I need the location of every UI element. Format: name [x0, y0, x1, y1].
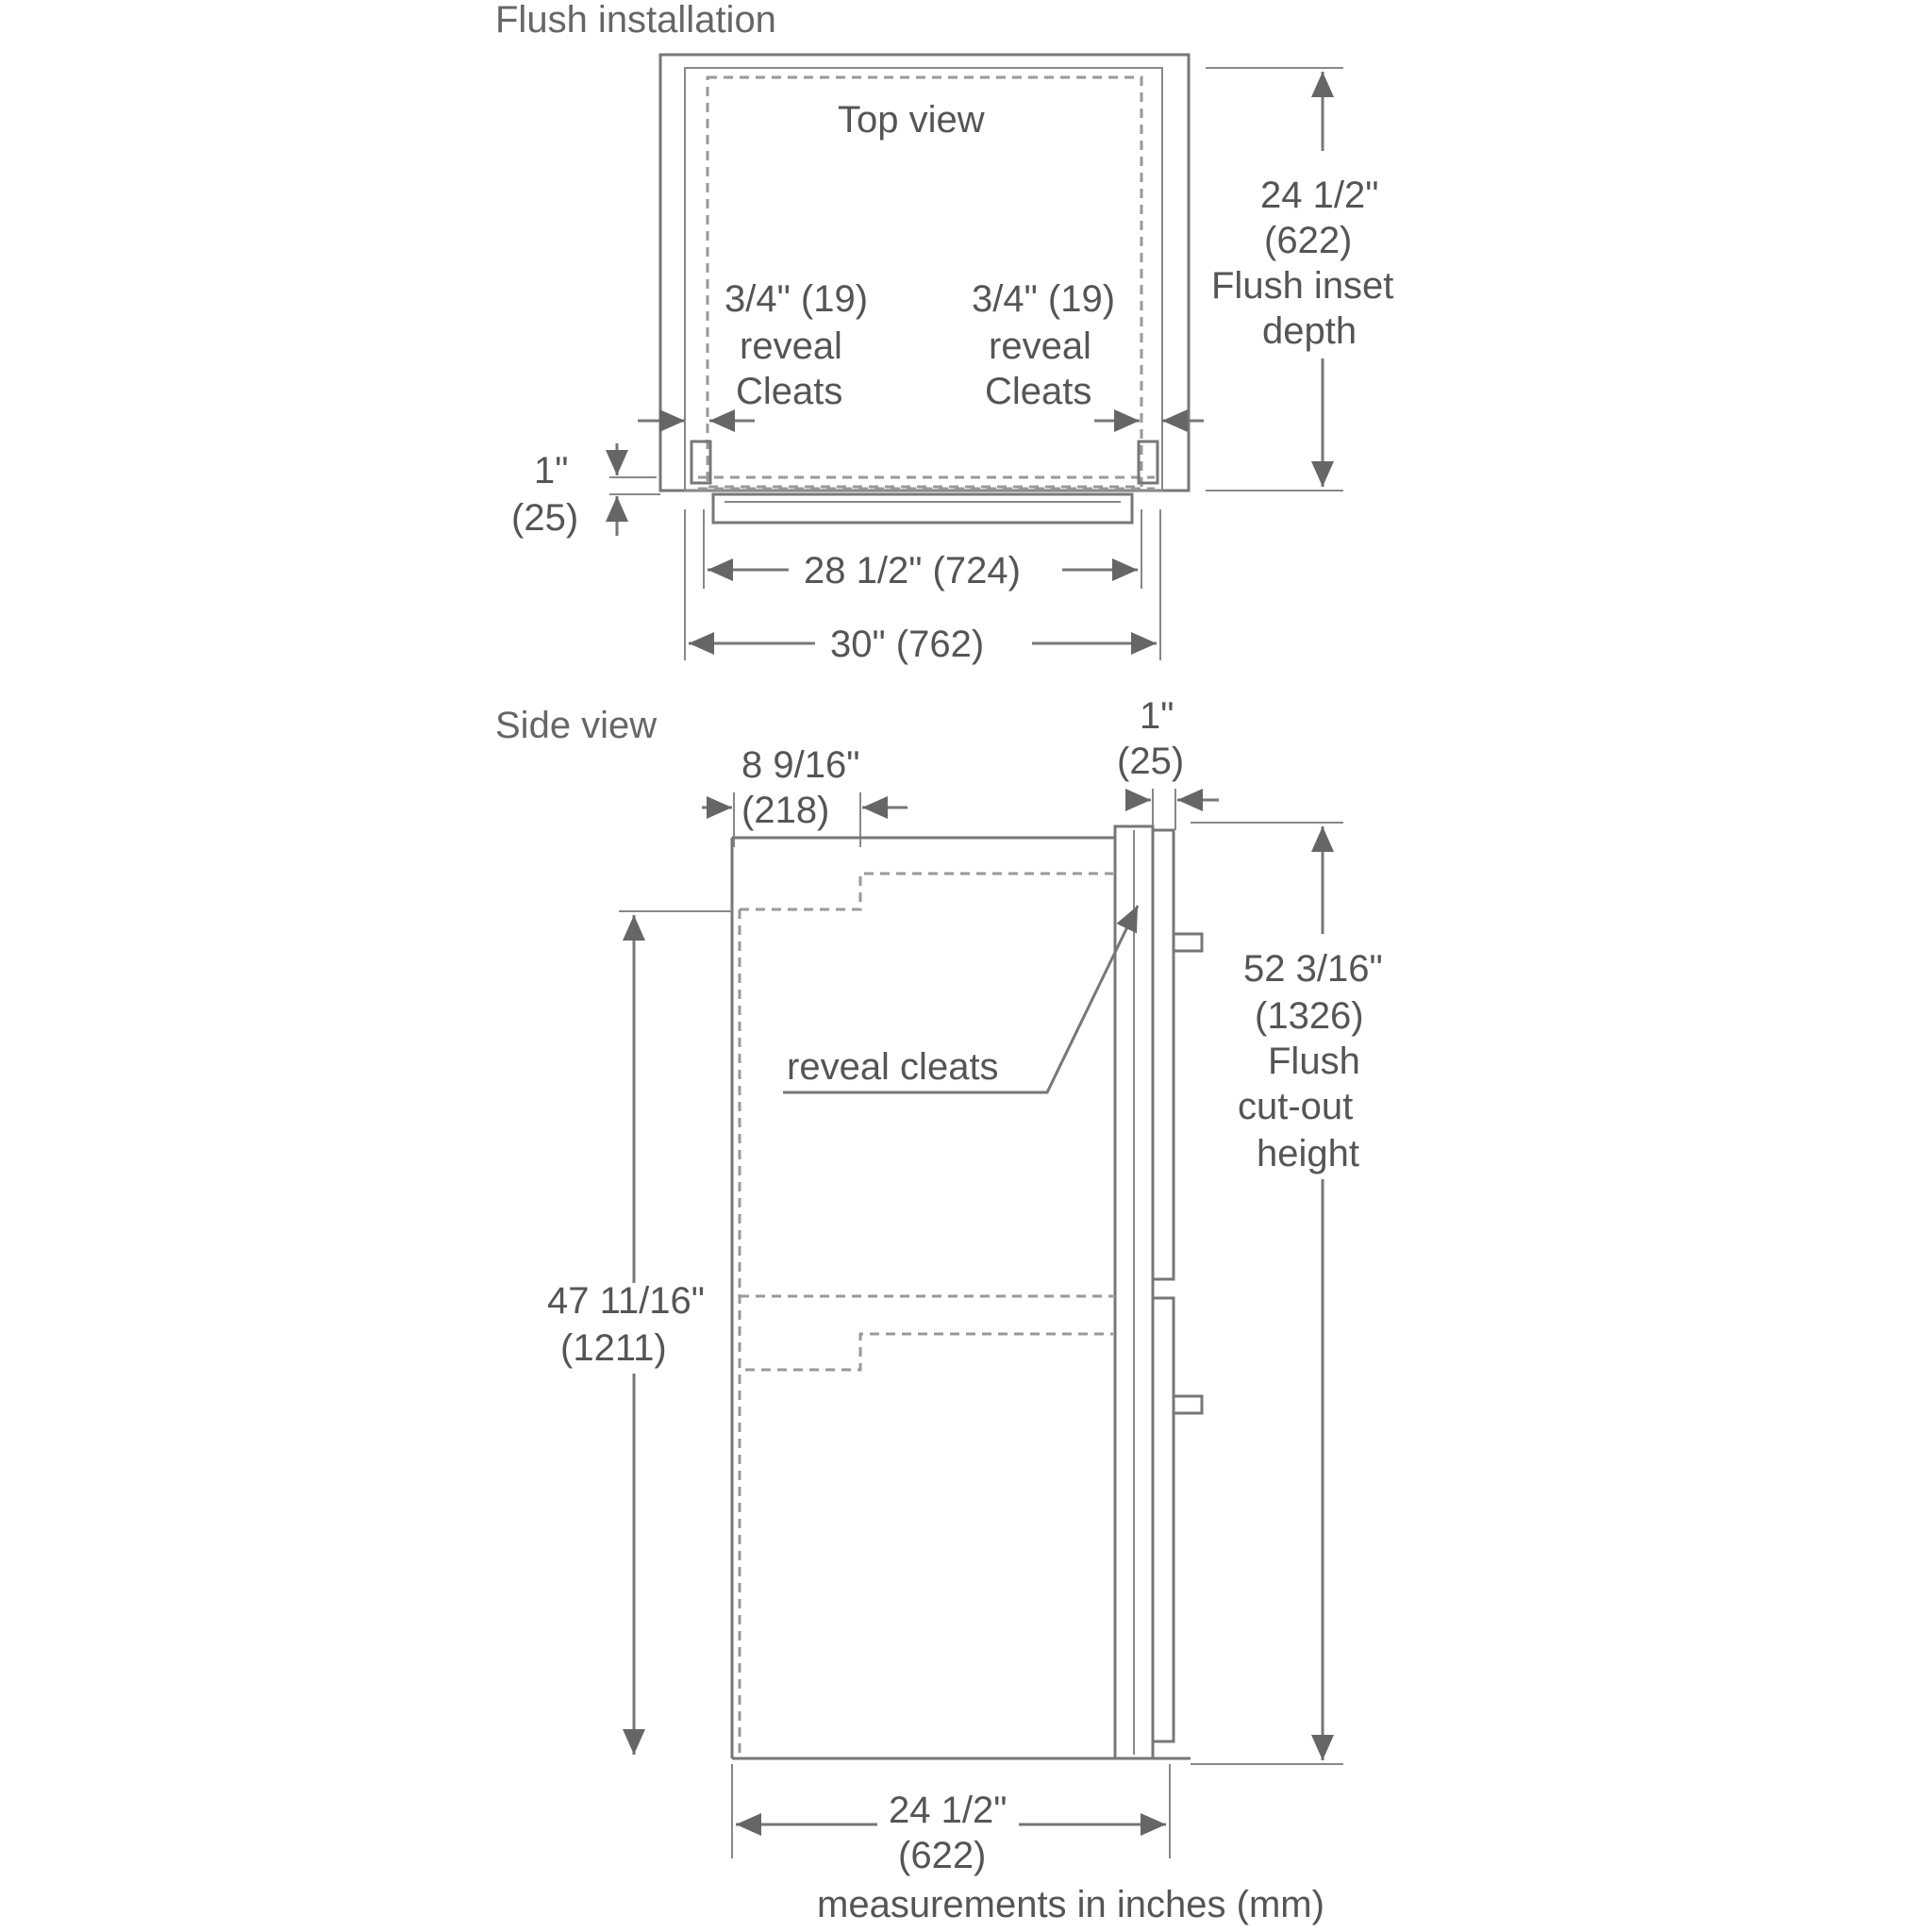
svg-text:cut-out: cut-out — [1238, 1086, 1353, 1127]
side-view-title: Side view — [495, 705, 657, 746]
flush-installation-title: Flush installation — [495, 0, 776, 41]
svg-text:Flush: Flush — [1268, 1041, 1360, 1082]
svg-text:28 1/2" (724): 28 1/2" (724) — [804, 550, 1021, 591]
svg-text:(622): (622) — [1264, 220, 1352, 261]
svg-text:1": 1" — [1140, 695, 1174, 737]
svg-text:reveal cleats: reveal cleats — [787, 1046, 999, 1088]
measurement-units-note: measurements in inches (mm) — [817, 1884, 1324, 1925]
svg-text:(1326): (1326) — [1255, 995, 1364, 1037]
inner-width-dimension: 28 1/2" (724) — [703, 509, 1142, 591]
svg-text:reveal: reveal — [989, 325, 1091, 367]
svg-text:Cleats: Cleats — [736, 371, 842, 412]
flush-inset-depth-dimension: 24 1/2" (622) Flush inset depth — [1206, 67, 1393, 491]
flush-cutout-height-dimension: 52 3/16" (1326) Flush cut-out height — [1191, 822, 1383, 1765]
svg-text:(218): (218) — [741, 790, 829, 831]
svg-text:(1211): (1211) — [560, 1327, 667, 1369]
svg-text:(622): (622) — [898, 1835, 986, 1876]
outer-width-dimension: 30" (762) — [684, 509, 1161, 665]
svg-text:8 9/16": 8 9/16" — [741, 744, 859, 786]
svg-text:24 1/2": 24 1/2" — [1260, 175, 1378, 216]
svg-text:reveal: reveal — [740, 325, 842, 367]
svg-text:height: height — [1257, 1133, 1359, 1174]
svg-text:depth: depth — [1262, 310, 1357, 352]
svg-text:Flush inset: Flush inset — [1211, 265, 1393, 307]
top-view-cabinet — [658, 53, 1191, 525]
top-depth-dimension: 8 9/16" (218) — [702, 744, 908, 847]
top-view-label: Top view — [838, 99, 985, 141]
svg-text:1": 1" — [534, 450, 568, 491]
svg-text:3/4" (19): 3/4" (19) — [724, 278, 868, 320]
svg-text:3/4" (19): 3/4" (19) — [972, 278, 1115, 320]
side-depth-dimension: 24 1/2" (622) — [731, 1764, 1171, 1876]
right-cleat-label: 3/4" (19) reveal Cleats — [972, 278, 1115, 412]
offset-dimension: 1" (25) — [511, 443, 660, 539]
inner-height-dimension: 47 11/16" (1211) — [547, 915, 705, 1755]
svg-text:52 3/16": 52 3/16" — [1243, 948, 1383, 990]
svg-text:(25): (25) — [1117, 741, 1184, 782]
svg-text:Cleats: Cleats — [985, 371, 1091, 412]
svg-text:47 11/16": 47 11/16" — [547, 1280, 705, 1322]
svg-text:24 1/2": 24 1/2" — [889, 1790, 1007, 1831]
reveal-cleats-callout: reveal cleats — [783, 905, 1140, 1094]
svg-text:30" (762): 30" (762) — [830, 624, 984, 665]
svg-text:(25): (25) — [511, 497, 578, 539]
left-cleat-label: 3/4" (19) reveal Cleats — [724, 278, 868, 412]
side-view-cabinet — [619, 824, 1204, 1760]
panel-thickness-dimension: 1" (25) — [1117, 695, 1219, 830]
